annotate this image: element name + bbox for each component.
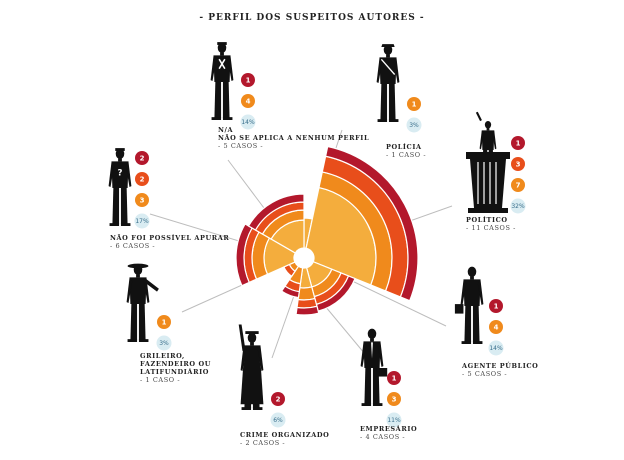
profile-na-value-0: 1 [246,77,251,85]
profile-policia-value-0: 1 [412,101,417,109]
central-rose-chart [235,145,419,316]
profile-grileiro-percent: 3% [159,340,169,347]
rose-ring-1-3 [324,145,419,302]
rose-ring-3-3 [295,305,320,316]
profile-empresario-value-1: 3 [392,396,397,404]
figure-empresario [360,328,388,406]
profile-grileiro: 1 3% GRILEIRO,FAZENDEIRO OULATIFUNDIÁRIO- … [140,315,211,384]
profile-agente-label-0: AGENTE PÚBLICO [461,361,538,370]
figure-na [210,42,234,120]
profile-na-label-0: N/A [218,126,234,134]
profile-politico-percent-badge [510,198,526,214]
profile-grileiro-cases: - 1 CASO - [140,376,180,384]
profile-na-percent: 14% [241,119,255,126]
connector-line-5 [271,289,297,359]
profile-naofoi-value-badge-1 [135,172,149,186]
profile-figures: ? [108,42,510,410]
profile-na-label-1: NÃO SE APLICA A NENHUM PERFIL [218,133,369,142]
profile-empresario: 1 3 11%EMPRESÁRIO- 4 CASOS - [360,371,417,441]
profile-politico-value-1: 3 [516,161,521,169]
profile-na-value-badge-1 [241,94,255,108]
profile-na-value-1: 4 [246,98,251,106]
profile-naofoi-percent: 17% [135,218,149,225]
rose-ring-7-3 [247,193,305,231]
profile-naofoi-value-1: 2 [140,176,145,184]
profile-na-cases: - 5 CASOS - [218,142,263,150]
profile-policia-cases: - 1 CASO - [386,151,426,159]
profile-grileiro-label-0: GRILEIRO, [140,352,185,360]
profile-crime: 2 6% CRIME ORGANIZADO- 2 CASOS - [240,392,329,447]
profile-politico-percent: 32% [511,203,525,210]
profile-empresario-percent-badge [386,412,402,428]
profile-crime-label-0: CRIME ORGANIZADO [240,431,329,439]
profile-naofoi-percent-badge [134,213,150,229]
profile-empresario-value-badge-0 [387,371,401,385]
profile-policia-percent-badge [406,117,422,133]
profile-agente-cases: - 5 CASOS - [462,370,507,378]
figure-naofoi: ? [108,148,132,226]
profile-agente-percent-badge [488,340,504,356]
rose-ring-4-2 [280,285,300,299]
profile-empresario-cases: - 4 CASOS - [360,433,405,441]
rose-center [294,248,314,268]
figure-agente [454,266,484,344]
profile-policia-percent: 3% [409,122,419,129]
connector-line-3 [345,277,447,327]
profile-policia-label-0: POLÍCIA [386,142,422,151]
svg-text:?: ? [118,169,123,179]
profile-politico-value-0: 1 [516,140,521,148]
profile-politico-value-badge-0 [511,136,525,150]
profile-agente-value-1: 4 [494,324,499,332]
profile-naofoi-value-badge-2 [135,193,149,207]
profile-grileiro-label-2: LATIFUNDIÁRIO [140,367,209,376]
connector-line-4 [319,299,371,361]
profile-agente: 1 4 14% AGENTE PÚBLICO- 5 CASOS - [461,299,538,378]
profile-grileiro-label-1: FAZENDEIRO OU [140,360,211,368]
profile-naofoi-value-2: 3 [140,197,145,205]
profile-politico-value-2: 7 [516,182,521,190]
profile-politico-label-0: POLÍTICO [466,215,508,224]
profile-naofoi-label-0: NÃO FOI POSSÍVEL APURAR [110,233,229,242]
figure-politico-podium [466,152,510,213]
profile-empresario-percent: 11% [387,417,401,424]
figure-policia [376,44,400,122]
profile-crime-value-0: 2 [276,396,281,404]
profile-empresario-label-0: EMPRESÁRIO [360,424,417,433]
profile-naofoi: 2 2 3 17% NÃO FOI POSSÍVEL APURAR- 6 CASOS - [110,151,229,250]
profile-crime-cases: - 2 CASOS - [240,439,285,447]
profile-naofoi-cases: - 6 CASOS - [110,242,155,250]
profile-politico: 1 3 7 32%POLÍTICO- 11 CASOS - [466,136,526,232]
profile-agente-value-badge-0 [489,299,503,313]
profile-agente-value-0: 1 [494,303,499,311]
profile-empresario-value-badge-1 [387,392,401,406]
profile-crime-value-badge-0 [271,392,285,406]
figure-grileiro [126,263,159,342]
profile-crime-percent-badge [270,412,286,428]
profile-naofoi-value-0: 2 [140,155,145,163]
profile-grileiro-value-badge-0 [157,315,171,329]
profile-politico-value-badge-2 [511,178,525,192]
profile-agente-value-badge-1 [489,320,503,334]
profile-na-value-badge-0 [241,73,255,87]
figure-crime [238,324,264,410]
profile-naofoi-value-badge-0 [135,151,149,165]
profile-grileiro-value-0: 1 [162,319,167,327]
profile-politico-value-badge-1 [511,157,525,171]
profile-crime-percent: 6% [273,417,283,424]
profile-agente-percent: 14% [489,345,503,352]
rose-ring-3-1 [297,286,316,301]
profile-empresario-value-0: 1 [392,375,397,383]
diagram-title: - PERFIL DOS SUSPEITOS AUTORES - [199,13,424,23]
profile-policia: 1 3% POLÍCIA- 1 CASO - [386,97,426,159]
profile-policia-value-badge-0 [407,97,421,111]
profile-politico-cases: - 11 CASOS - [466,224,516,232]
profile-grileiro-percent-badge [156,335,172,351]
profile-na-percent-badge [240,114,256,130]
